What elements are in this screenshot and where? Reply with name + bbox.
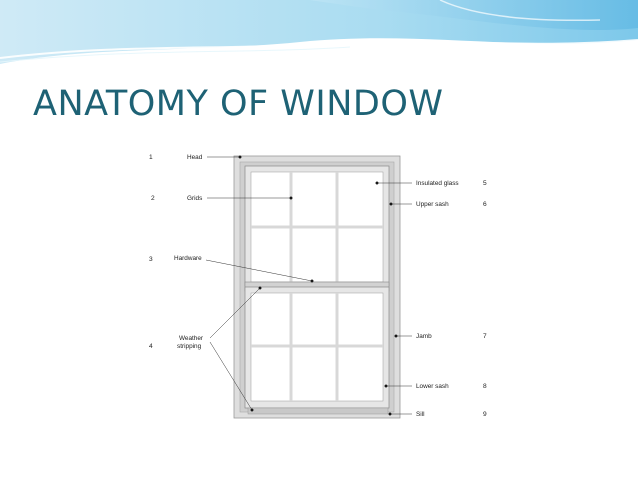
label-number-2: 2 bbox=[151, 195, 155, 202]
label-number-7: 7 bbox=[483, 333, 487, 340]
label-number-6: 6 bbox=[483, 201, 487, 208]
label-insulated-glass: Insulated glass bbox=[416, 180, 459, 187]
sill bbox=[247, 407, 389, 415]
label-hardware: Hardware bbox=[174, 255, 202, 262]
label-number-3: 3 bbox=[149, 256, 153, 263]
label-jamb: Jamb bbox=[416, 333, 432, 340]
label-weather: Weather bbox=[179, 335, 204, 342]
label-number-8: 8 bbox=[483, 383, 487, 390]
label-stripping: stripping bbox=[177, 343, 202, 350]
label-upper-sash: Upper sash bbox=[416, 201, 449, 208]
label-number-1: 1 bbox=[149, 154, 153, 161]
label-number-9: 9 bbox=[483, 411, 487, 418]
label-lower-sash: Lower sash bbox=[416, 383, 449, 390]
label-sill: Sill bbox=[416, 411, 425, 418]
header-wave-banner bbox=[0, 0, 638, 67]
label-number-5: 5 bbox=[483, 180, 487, 187]
slide-title: ANATOMY OF WINDOW bbox=[33, 84, 444, 124]
window-anatomy-diagram: 1 Head 2 Grids 3 Hardware 4 Weather stri… bbox=[149, 154, 487, 419]
label-head: Head bbox=[187, 154, 203, 161]
label-number-4: 4 bbox=[149, 343, 153, 350]
label-grids: Grids bbox=[187, 195, 202, 202]
